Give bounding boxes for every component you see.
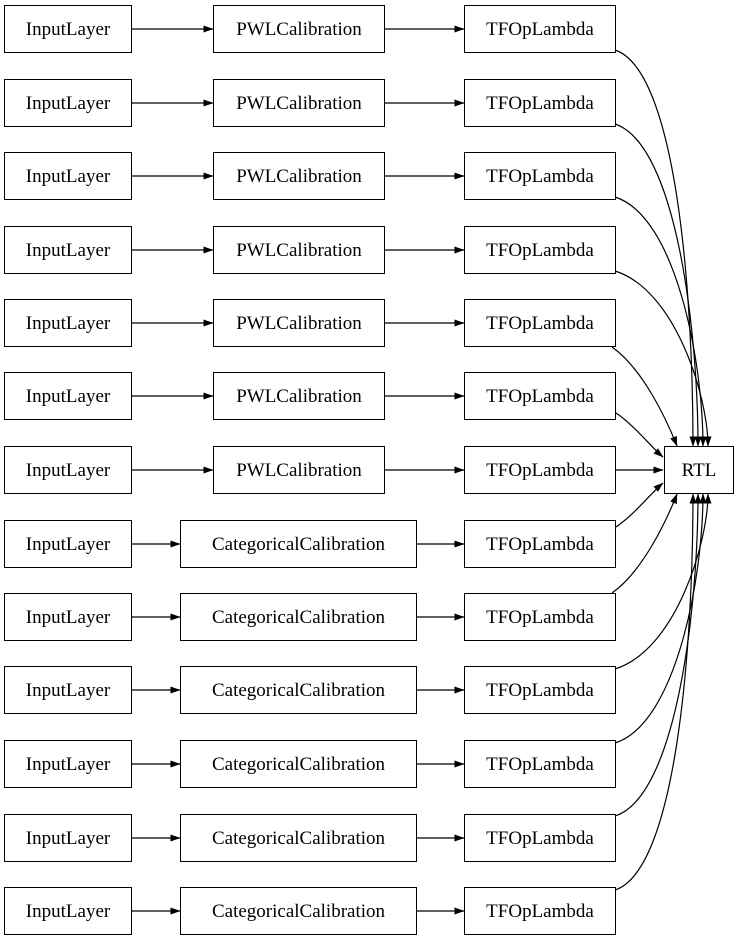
node-tfoplambda: TFOpLambda — [464, 446, 616, 494]
node-pwlcalibration: PWLCalibration — [213, 5, 385, 53]
node-inputlayer: InputLayer — [4, 814, 132, 862]
node-categoricalcalibration: CategoricalCalibration — [180, 520, 417, 568]
node-categoricalcalibration: CategoricalCalibration — [180, 593, 417, 641]
edge-lambda-to-rtl — [614, 493, 712, 670]
node-pwlcalibration: PWLCalibration — [213, 226, 385, 274]
node-tfoplambda: TFOpLambda — [464, 226, 616, 274]
node-categoricalcalibration: CategoricalCalibration — [180, 666, 417, 714]
edge-lambda-to-rtl — [611, 346, 678, 447]
node-categoricalcalibration: CategoricalCalibration — [180, 740, 417, 788]
node-pwlcalibration: PWLCalibration — [213, 152, 385, 200]
node-pwlcalibration: PWLCalibration — [213, 446, 385, 494]
node-inputlayer: InputLayer — [4, 446, 132, 494]
node-inputlayer: InputLayer — [4, 593, 132, 641]
node-tfoplambda: TFOpLambda — [464, 152, 616, 200]
node-inputlayer: InputLayer — [4, 299, 132, 347]
edge-lambda-to-rtl — [611, 493, 678, 594]
node-categoricalcalibration: CategoricalCalibration — [180, 887, 417, 935]
edge-lambda-to-rtl — [615, 482, 664, 528]
node-inputlayer: InputLayer — [4, 887, 132, 935]
node-inputlayer: InputLayer — [4, 226, 132, 274]
node-tfoplambda: TFOpLambda — [464, 887, 616, 935]
edge-lambda-to-rtl — [614, 270, 712, 447]
node-tfoplambda: TFOpLambda — [464, 814, 616, 862]
edge-lambda-to-rtl — [614, 493, 702, 817]
node-pwlcalibration: PWLCalibration — [213, 372, 385, 420]
node-inputlayer: InputLayer — [4, 5, 132, 53]
node-inputlayer: InputLayer — [4, 740, 132, 788]
edge-lambda-to-rtl — [614, 123, 702, 447]
edge-lambda-to-rtl — [614, 493, 697, 891]
node-tfoplambda: TFOpLambda — [464, 666, 616, 714]
node-categoricalcalibration: CategoricalCalibration — [180, 814, 417, 862]
edge-lambda-to-rtl — [615, 412, 664, 458]
node-tfoplambda: TFOpLambda — [464, 593, 616, 641]
node-rtl: RTL — [664, 446, 734, 494]
node-inputlayer: InputLayer — [4, 152, 132, 200]
node-inputlayer: InputLayer — [4, 79, 132, 127]
node-tfoplambda: TFOpLambda — [464, 372, 616, 420]
node-tfoplambda: TFOpLambda — [464, 740, 616, 788]
edge-lambda-to-rtl — [614, 493, 707, 744]
node-tfoplambda: TFOpLambda — [464, 79, 616, 127]
node-pwlcalibration: PWLCalibration — [213, 299, 385, 347]
node-inputlayer: InputLayer — [4, 666, 132, 714]
node-tfoplambda: TFOpLambda — [464, 5, 616, 53]
edge-lambda-to-rtl — [614, 196, 707, 447]
edge-lambda-to-rtl — [614, 49, 697, 447]
node-pwlcalibration: PWLCalibration — [213, 79, 385, 127]
node-inputlayer: InputLayer — [4, 372, 132, 420]
node-tfoplambda: TFOpLambda — [464, 520, 616, 568]
node-tfoplambda: TFOpLambda — [464, 299, 616, 347]
node-inputlayer: InputLayer — [4, 520, 132, 568]
